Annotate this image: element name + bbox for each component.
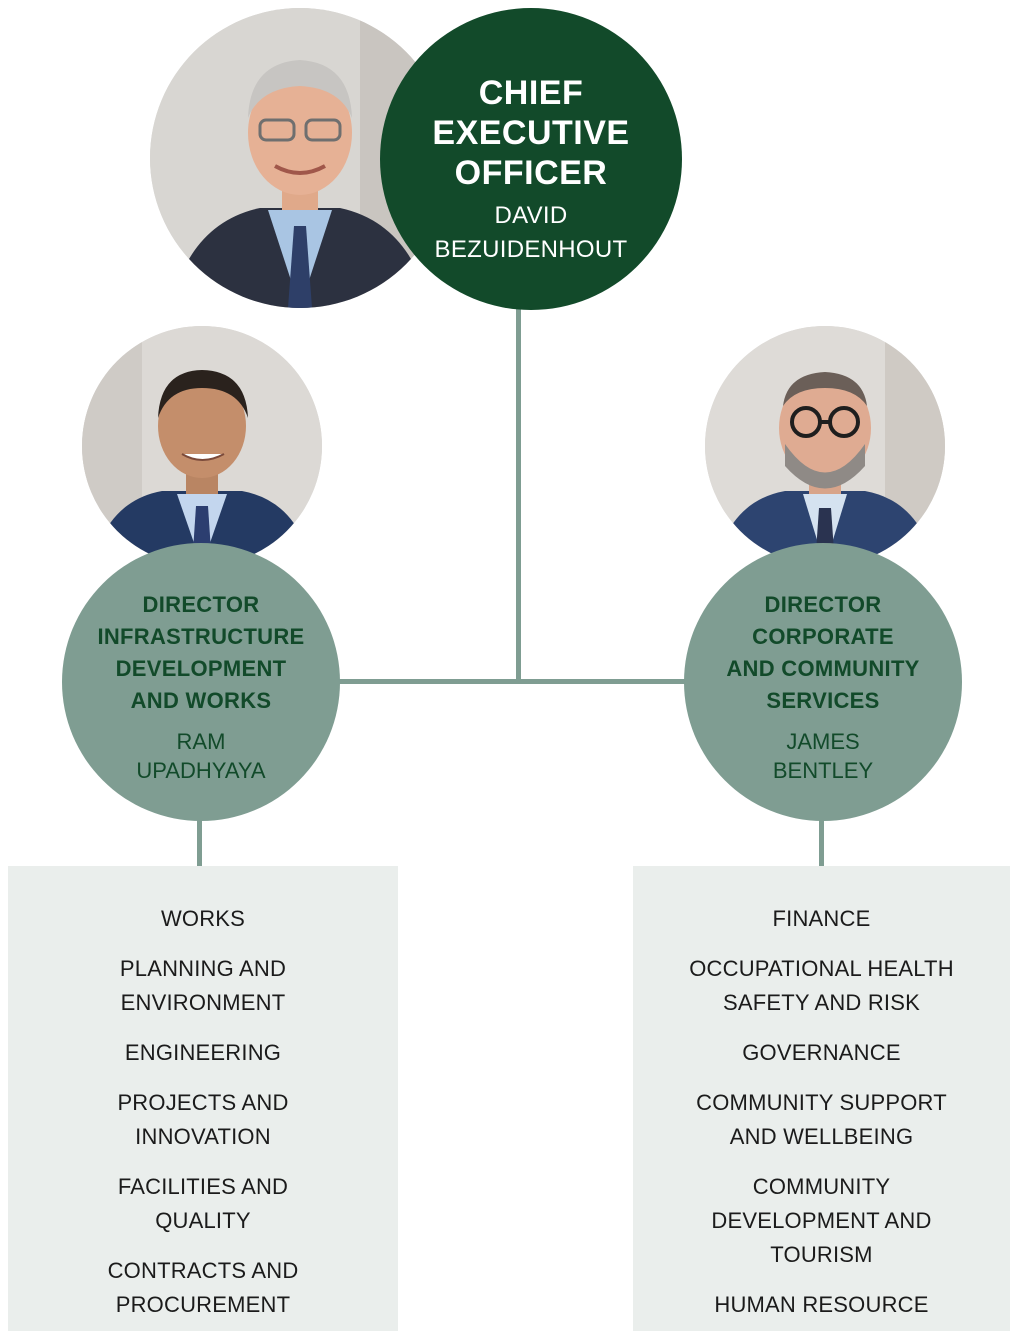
department-line: OCCUPATIONAL HEALTH: [689, 956, 954, 981]
director-name-line: UPADHYAYA: [136, 758, 266, 783]
director-title-line: SERVICES: [766, 688, 880, 713]
department-item: FINANCE: [773, 902, 871, 936]
director-corporate-title: DIRECTOR CORPORATE AND COMMUNITY SERVICE…: [726, 589, 919, 717]
department-item: FACILITIES AND QUALITY: [118, 1170, 288, 1238]
department-line: FACILITIES AND: [117, 1174, 289, 1199]
director-title-line: CORPORATE: [752, 624, 894, 649]
department-item: PLANNING AND ENVIRONMENT: [120, 952, 286, 1020]
director-title-line: AND COMMUNITY: [726, 656, 920, 681]
department-item: OCCUPATIONAL HEALTH SAFETY AND RISK: [689, 952, 954, 1020]
department-line: COMMUNITY SUPPORT: [696, 1090, 947, 1115]
department-line: GOVERNANCE: [742, 1040, 901, 1065]
department-line: CONTRACTS AND: [107, 1258, 299, 1283]
connector-left-down: [197, 815, 202, 867]
ceo-node: CHIEF EXECUTIVE OFFICER DAVID BEZUIDENHO…: [380, 8, 682, 310]
department-line: ENVIRONMENT: [120, 990, 286, 1015]
director-name-line: RAM: [176, 729, 226, 754]
director-infrastructure-photo: [82, 326, 322, 566]
department-line: PROJECTS AND: [117, 1090, 289, 1115]
director-corporate-name: JAMES BENTLEY: [773, 727, 873, 785]
connector-ceo-vertical: [516, 305, 521, 683]
ceo-name: DAVID BEZUIDENHOUT: [435, 199, 628, 267]
ceo-title-line: OFFICER: [454, 154, 608, 192]
director-title-line: AND WORKS: [130, 688, 272, 713]
department-item: COMMUNITY DEVELOPMENT AND TOURISM: [711, 1170, 931, 1272]
department-line: ENGINEERING: [124, 1040, 282, 1065]
director-name-line: BENTLEY: [772, 758, 874, 783]
department-item: GOVERNANCE: [742, 1036, 900, 1070]
director-title-line: DIRECTOR: [142, 592, 260, 617]
director-corporate-photo: [705, 326, 945, 566]
director-infrastructure-name: RAM UPADHYAYA: [136, 727, 265, 785]
department-line: PROCUREMENT: [115, 1292, 291, 1317]
department-line: WORKS: [160, 906, 246, 931]
department-line: SAFETY AND RISK: [723, 990, 920, 1015]
ceo-title: CHIEF EXECUTIVE OFFICER: [432, 73, 629, 193]
director-infrastructure-node: DIRECTOR INFRASTRUCTURE DEVELOPMENT AND …: [62, 543, 340, 821]
ceo-name-line: DAVID: [494, 202, 568, 229]
department-item: PROJECTS AND INNOVATION: [117, 1086, 288, 1154]
ceo-title-line: CHIEF: [478, 74, 584, 112]
departments-infrastructure-box: WORKS PLANNING AND ENVIRONMENT ENGINEERI…: [8, 866, 398, 1331]
department-line: QUALITY: [155, 1208, 251, 1233]
director-title-line: INFRASTRUCTURE: [97, 624, 305, 649]
ceo-name-line: BEZUIDENHOUT: [434, 236, 628, 263]
connector-right-down: [819, 815, 824, 867]
department-item: HUMAN RESOURCE: [714, 1288, 928, 1322]
connector-horizontal: [335, 679, 690, 684]
ceo-title-line: EXECUTIVE: [432, 114, 630, 152]
department-line: AND WELLBEING: [729, 1124, 914, 1149]
department-line: PLANNING AND: [119, 956, 287, 981]
department-line: TOURISM: [770, 1242, 873, 1267]
department-line: INNOVATION: [135, 1124, 271, 1149]
department-item: ENGINEERING: [125, 1036, 281, 1070]
department-line: COMMUNITY: [752, 1174, 891, 1199]
department-line: HUMAN RESOURCE: [714, 1292, 929, 1317]
department-line: FINANCE: [772, 906, 871, 931]
department-item: COMMUNITY SUPPORT AND WELLBEING: [696, 1086, 947, 1154]
director-corporate-node: DIRECTOR CORPORATE AND COMMUNITY SERVICE…: [684, 543, 962, 821]
director-name-line: JAMES: [786, 729, 860, 754]
department-item: WORKS: [161, 902, 245, 936]
director-infrastructure-title: DIRECTOR INFRASTRUCTURE DEVELOPMENT AND …: [97, 589, 304, 717]
departments-corporate-box: FINANCE OCCUPATIONAL HEALTH SAFETY AND R…: [633, 866, 1010, 1331]
department-line: DEVELOPMENT AND: [711, 1208, 932, 1233]
director-title-line: DIRECTOR: [764, 592, 882, 617]
department-item: CONTRACTS AND PROCUREMENT: [108, 1254, 299, 1322]
director-title-line: DEVELOPMENT: [115, 656, 287, 681]
